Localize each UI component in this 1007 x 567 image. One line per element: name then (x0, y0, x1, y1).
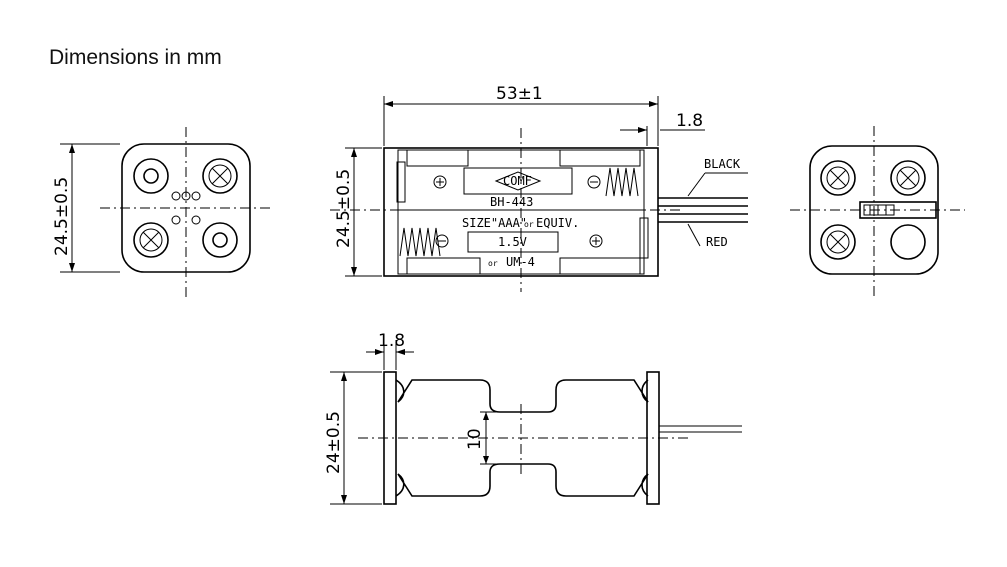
or-label-1: or (524, 220, 534, 229)
inner-gap-dimension: 10 (465, 428, 485, 450)
red-wire-label: RED (706, 235, 728, 249)
bottom-side-view: 1.8 24±0.5 10 (324, 331, 742, 505)
bottom-tab-dimension: 1.8 (378, 331, 405, 351)
center-height-dimension: 24.5±0.5 (334, 169, 354, 248)
black-wire-label: BLACK (704, 157, 741, 171)
brand-label: COMF (503, 174, 532, 188)
um-label: UM-4 (506, 255, 535, 269)
size-label: SIZE"AAA" (462, 216, 527, 230)
tab-dimension: 1.8 (676, 111, 703, 131)
equiv-label: EQUIV. (536, 216, 579, 230)
right-end-view (790, 126, 965, 298)
voltage-label: 1.5V (498, 235, 527, 249)
center-top-view: 53±1 1.8 24.5±0.5 COMF BH-443 SIZE"AAA" … (330, 84, 748, 292)
bottom-height-dimension: 24±0.5 (324, 411, 344, 474)
width-dimension: 53±1 (496, 84, 543, 104)
left-height-dimension: 24.5±0.5 (52, 177, 72, 256)
page-title: Dimensions in mm (49, 46, 222, 69)
left-end-view: 24.5±0.5 (52, 127, 272, 298)
model-label: BH-443 (490, 195, 533, 209)
or-label-2: or (488, 259, 498, 268)
